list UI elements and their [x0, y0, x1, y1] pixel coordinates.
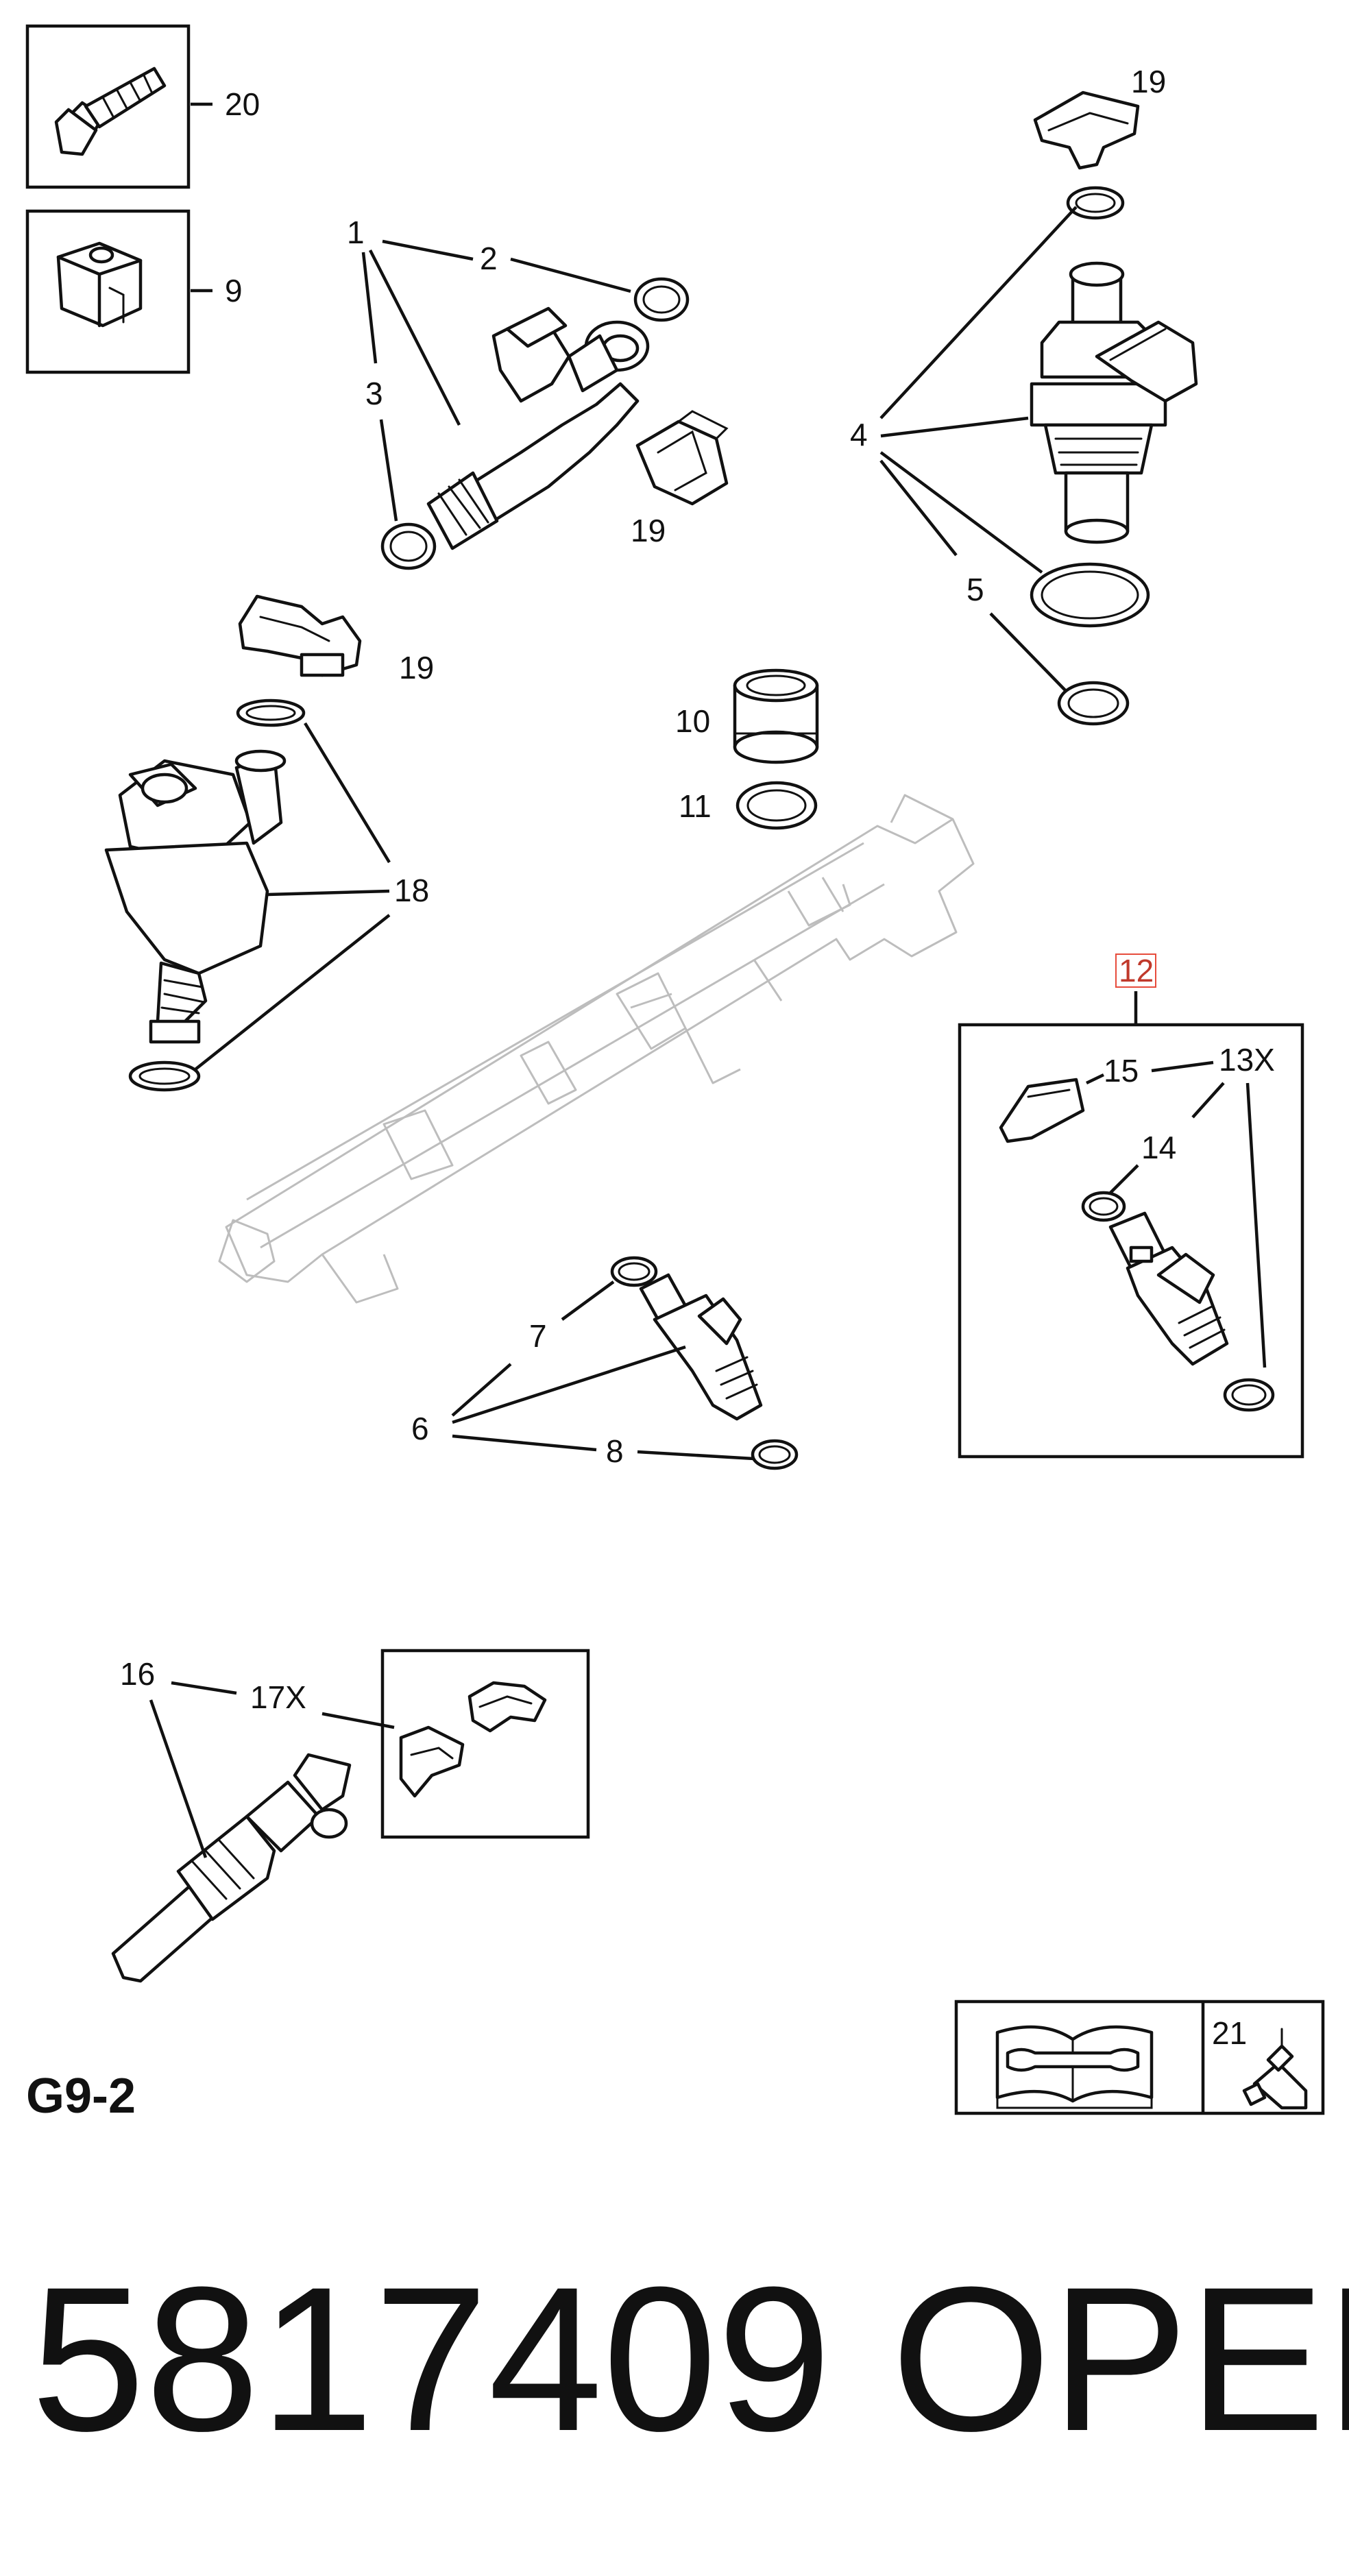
callout-9: 9: [225, 273, 243, 308]
leader-18: [194, 722, 391, 1071]
manual-book-icon: [995, 2025, 1154, 2109]
callout-12: 12: [1119, 953, 1154, 988]
part-number: 5817409: [31, 2244, 831, 2474]
o-ring-part-11-inner: [746, 789, 807, 822]
callout-21: 21: [1212, 2015, 1247, 2051]
sealant-tube-icon: [1242, 2028, 1308, 2110]
injector-part-6: [639, 1273, 763, 1421]
callout-4: 4: [850, 417, 868, 452]
o-ring-part-7-inner: [618, 1262, 651, 1281]
leader-4: [879, 206, 1078, 574]
callout-3: 3: [365, 376, 383, 411]
callout-19-top: 19: [1131, 64, 1166, 99]
callout-7: 7: [529, 1318, 547, 1354]
o-ring-part-5-large: [1030, 562, 1150, 628]
leader-3-ring: [379, 419, 398, 522]
clip-part-15: [999, 1078, 1085, 1143]
callout-13x: 13X: [1219, 1042, 1275, 1078]
o-ring-part-2-inner: [642, 285, 681, 314]
sleeve-part-10: [733, 668, 819, 764]
bolt-part-20: [54, 66, 167, 156]
leader-1-injector: [368, 249, 461, 426]
brand-name: OPEL: [891, 2244, 1349, 2474]
section-code: G9-2: [26, 2069, 136, 2124]
clip-block-part-9: [56, 241, 143, 328]
callout-19-left: 19: [399, 650, 434, 685]
leader-15: [1086, 1060, 1214, 1085]
fuel-rail-ghost: [218, 794, 975, 1304]
callout-11: 11: [679, 788, 712, 824]
o-ring-part-8-inner: [758, 1445, 791, 1464]
leader-5: [989, 612, 1067, 692]
injector-part-16: [111, 1753, 352, 1983]
kit-12-box: [958, 1023, 1304, 1459]
o-ring-part-8: [751, 1439, 799, 1470]
callout-5: 5: [967, 572, 984, 607]
o-ring-part-18-top: [236, 698, 306, 727]
part-20-box: [25, 24, 191, 189]
o-ring-part-18-top-inner: [245, 705, 296, 721]
leader-7: [561, 1280, 615, 1321]
leader-1-2: [382, 239, 631, 293]
o-ring-part-18-bottom-inner: [138, 1067, 191, 1085]
clip-part-19-left: [238, 594, 362, 677]
callout-18: 18: [394, 873, 429, 908]
injector-kit-12: [1108, 1211, 1229, 1366]
o-ring-part-4-top: [1066, 186, 1125, 220]
o-ring-part-2: [633, 277, 690, 322]
callout-19-center: 19: [631, 513, 666, 548]
o-ring-part-4-top-inner: [1075, 193, 1116, 213]
part-17x-box: [380, 1649, 590, 1839]
leader-14: [1109, 1164, 1139, 1194]
injector-part-1: [426, 306, 650, 550]
callout-1: 1: [347, 215, 365, 250]
o-ring-part-14: [1081, 1191, 1126, 1222]
o-ring-part-7: [610, 1256, 658, 1287]
part-9-box: [25, 209, 191, 374]
callout-10: 10: [675, 703, 710, 739]
callout-17x: 17X: [250, 1679, 306, 1715]
injector-part-4: [1030, 261, 1198, 544]
o-ring-part-3-inner: [389, 531, 428, 562]
o-ring-part-14-inner: [1089, 1197, 1119, 1216]
clip-part-17x: [399, 1681, 547, 1798]
callout-15: 15: [1104, 1053, 1139, 1089]
o-ring-part-5-large-inner: [1041, 570, 1139, 620]
tools-box: [954, 2000, 1325, 2115]
clip-part-19-top: [1033, 90, 1140, 170]
o-ring-part-5-small-inner: [1067, 688, 1119, 718]
callout-12-highlight: [1115, 953, 1156, 988]
leader-6: [451, 1345, 755, 1461]
callout-8: 8: [606, 1433, 624, 1469]
o-ring-part-18-bottom: [128, 1060, 201, 1092]
leader-13x: [1191, 1082, 1267, 1368]
callout-14: 14: [1141, 1130, 1176, 1165]
callout-6: 6: [411, 1411, 429, 1446]
o-ring-kit-bottom-inner: [1231, 1384, 1267, 1406]
leader-1-3: [361, 252, 378, 364]
callout-2: 2: [480, 241, 498, 276]
callout-16: 16: [120, 1656, 155, 1692]
injector-part-18: [104, 749, 287, 1044]
leader-16: [149, 1681, 237, 1858]
clip-part-19-center: [635, 410, 729, 506]
callout-20: 20: [225, 86, 260, 122]
